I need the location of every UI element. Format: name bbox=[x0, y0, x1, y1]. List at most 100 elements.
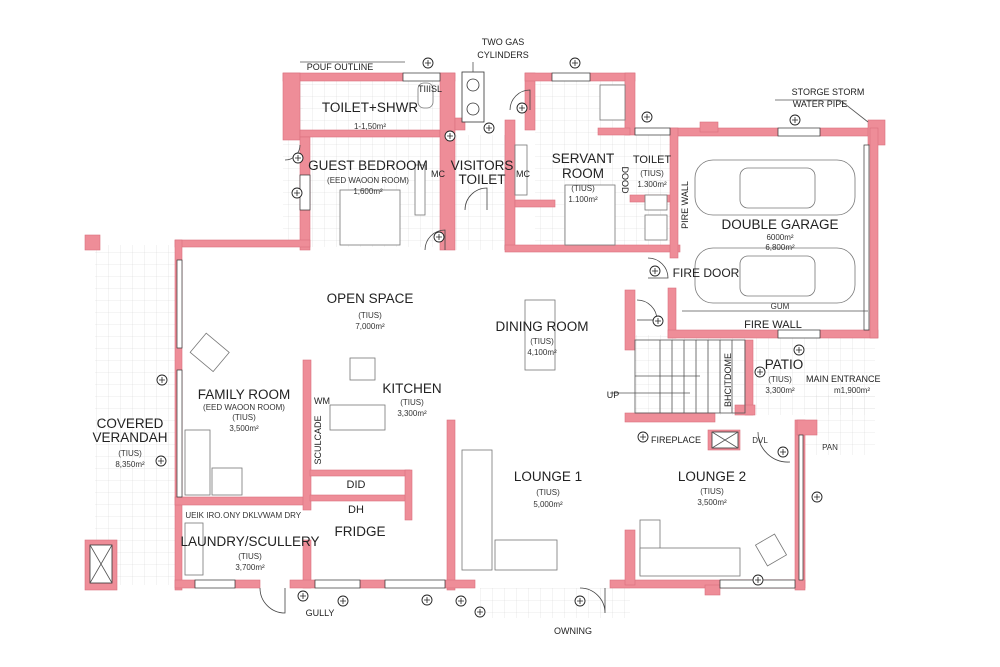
bed bbox=[339, 189, 401, 246]
room-subtitle: (TIUS) bbox=[232, 413, 256, 422]
annotation-owning: OWNING bbox=[554, 626, 592, 636]
room-subtitle: (EED WAOON ROOM) bbox=[203, 403, 285, 412]
circled-cross-icon bbox=[292, 152, 304, 164]
circled-cross-icon bbox=[754, 366, 766, 378]
room-area: 1.300m² bbox=[637, 180, 667, 189]
sofa bbox=[461, 449, 493, 571]
door-swing-icon bbox=[509, 89, 531, 111]
room-name-kitchen: KITCHEN bbox=[382, 381, 441, 396]
room-subtitle: (TIUS) bbox=[358, 311, 382, 320]
circled-cross-icon bbox=[641, 111, 653, 123]
annotation-fire-wall: FIRE WALL bbox=[744, 319, 802, 331]
room-area: 5,000m² bbox=[533, 500, 563, 509]
door-swing-icon bbox=[647, 257, 669, 279]
room-name-dining-room: DINING ROOM bbox=[496, 319, 589, 334]
armchair bbox=[754, 533, 788, 567]
circled-cross-icon bbox=[156, 374, 168, 386]
door-swing-icon bbox=[424, 229, 446, 251]
room-name-laundry-scullery: LAUNDRY/SCULLERY bbox=[180, 534, 319, 549]
circled-cross-icon bbox=[421, 594, 433, 606]
room-name-servant-room: SERVANT bbox=[552, 151, 615, 166]
room-subtitle: (EED WAOON ROOM) bbox=[327, 176, 409, 185]
room-area: 3,300m² bbox=[397, 409, 427, 418]
room-area: 3,300m² bbox=[765, 386, 795, 395]
room-subtitle: (TIUS) bbox=[640, 169, 664, 178]
toilet-tag: TIIISL bbox=[418, 84, 442, 94]
basin bbox=[644, 194, 668, 211]
room-name-open-space: OPEN SPACE bbox=[327, 291, 414, 306]
circled-cross-icon bbox=[297, 590, 309, 602]
circled-cross-icon bbox=[433, 231, 445, 243]
circled-cross-icon bbox=[752, 574, 764, 586]
room-area: 6000m² bbox=[766, 233, 793, 242]
room-subtitle: (TIUS) bbox=[571, 184, 595, 193]
annotation-fireplace: FIREPLACE bbox=[651, 435, 701, 445]
room-area: 1,600m² bbox=[353, 187, 383, 196]
circled-cross-icon bbox=[483, 122, 495, 134]
circled-cross-icon bbox=[574, 595, 586, 607]
room-area: m1,900m² bbox=[834, 386, 870, 395]
room-area: 6,800m² bbox=[765, 243, 795, 252]
circled-cross-icon bbox=[793, 344, 805, 356]
room-subtitle: (TIUS) bbox=[536, 488, 560, 497]
room-area: 3,500m² bbox=[229, 424, 259, 433]
annotation-gully: GULLY bbox=[306, 608, 335, 618]
room-subtitle: (TIUS) bbox=[400, 398, 424, 407]
doors bbox=[259, 89, 791, 614]
door-swing-icon bbox=[757, 431, 791, 463]
circled-cross-icon bbox=[652, 315, 664, 327]
annotation-appliance: ONY DKLV bbox=[223, 511, 263, 520]
toilet-fixture bbox=[417, 82, 434, 109]
sofa bbox=[639, 547, 741, 577]
room-area: 7,000m² bbox=[355, 322, 385, 331]
circled-cross-icon bbox=[444, 130, 456, 142]
room-name-servant-room: ROOM bbox=[562, 166, 604, 181]
room-name-toilet-shwr: TOILET+SHWR bbox=[322, 100, 418, 115]
stove bbox=[349, 357, 376, 381]
cupboard bbox=[414, 164, 426, 216]
room-subtitle: (TIUS) bbox=[530, 337, 554, 346]
room-name-lounge-2: LOUNGE 2 bbox=[678, 469, 746, 484]
windows bbox=[176, 72, 870, 589]
room-area: 4,100m² bbox=[527, 348, 557, 357]
room-subtitle: (TIUS) bbox=[238, 552, 262, 561]
annotation-dh: DH bbox=[348, 504, 364, 516]
annotation-gas-cylinders: CYLINDERS bbox=[477, 50, 529, 60]
annotation-gas-cylinders: TWO GAS bbox=[482, 37, 525, 47]
sofa bbox=[494, 539, 558, 571]
armchair bbox=[189, 332, 230, 373]
circled-cross-icon bbox=[637, 431, 649, 443]
dining-table bbox=[524, 299, 556, 371]
annotation-dvl: DVL bbox=[752, 436, 768, 445]
circled-cross-icon bbox=[649, 265, 661, 277]
circled-cross-icon bbox=[337, 595, 349, 607]
door-swing-icon bbox=[636, 299, 658, 321]
circled-cross-icon bbox=[291, 187, 303, 199]
shelving bbox=[599, 84, 626, 121]
room-name-visitors-toilet: TOILET bbox=[458, 172, 505, 187]
room-subtitle: (TIUS) bbox=[768, 375, 792, 384]
annotation-mc: MC bbox=[516, 169, 530, 179]
room-subtitle: (TIUS) bbox=[700, 487, 724, 496]
annotation-sculcade: SCULCADE bbox=[313, 415, 323, 464]
annotation-dood: DOOD bbox=[620, 167, 630, 195]
sink-counter bbox=[329, 404, 386, 431]
room-name-covered-verandah: COVERED bbox=[97, 416, 164, 431]
door-swing-icon bbox=[464, 187, 488, 211]
room-labels: TIIISL TOILET+SHWR 1-1,50m² GUEST BEDROO… bbox=[92, 84, 880, 572]
shower bbox=[644, 214, 668, 241]
door-swing-icon bbox=[259, 587, 286, 614]
annotation-pan: PAN bbox=[822, 443, 838, 452]
room-name-patio: PATIO bbox=[765, 357, 804, 372]
annotation-gum: GUM bbox=[771, 302, 790, 311]
room-name-lounge-1: LOUNGE 1 bbox=[514, 469, 582, 484]
room-area: 3,700m² bbox=[235, 563, 265, 572]
room-name-family-room: FAMILY ROOM bbox=[198, 387, 291, 402]
leader-lines bbox=[300, 61, 869, 123]
annotation-appliance: UEIK IRO. bbox=[185, 511, 222, 520]
room-subtitle: (TIUS) bbox=[118, 449, 142, 458]
annotation-storm-pipe: STORGE STORM bbox=[792, 87, 865, 97]
door-swing-icon bbox=[579, 587, 606, 614]
room-area: 1-1,50m² bbox=[354, 122, 386, 131]
armchair bbox=[211, 467, 243, 496]
